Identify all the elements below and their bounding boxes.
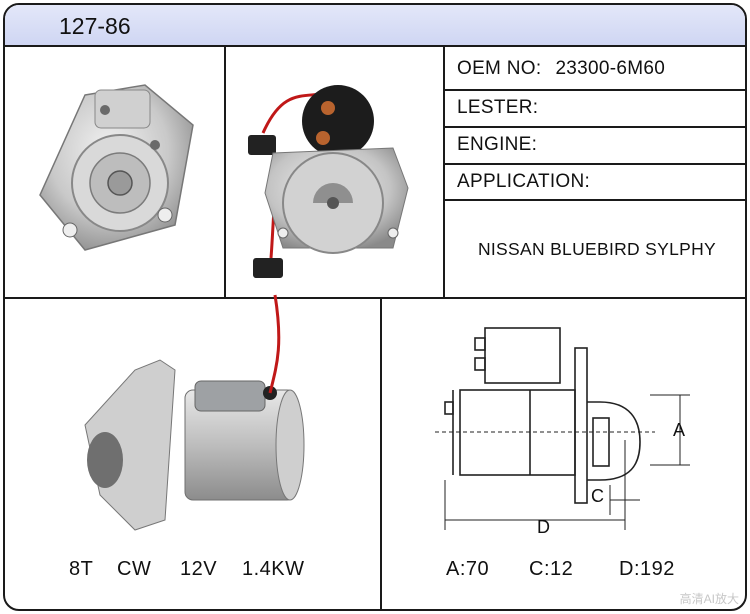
dimension-d-label: D: [537, 517, 550, 537]
spec-divider-1: [443, 89, 745, 91]
oem-value: 23300-6M60: [555, 58, 666, 79]
power-rating: 1.4KW: [242, 558, 305, 580]
dimension-a-label: A: [673, 420, 685, 440]
spec-divider-2: [443, 126, 745, 128]
dimension-a-value: A:70: [446, 558, 490, 580]
rotation-direction: CW: [117, 558, 152, 580]
dimension-c-value: C:12: [529, 558, 574, 580]
divider-vertical-top-right: [443, 47, 445, 299]
oem-label: OEM NO:: [457, 58, 542, 79]
divider-vertical-bottom: [380, 297, 382, 609]
starter-rear-photo: [39, 84, 194, 251]
header-band: 127-86: [5, 5, 745, 47]
dimension-diagram: A C D: [435, 327, 690, 537]
model-code: 127-86: [59, 13, 131, 39]
engine-label: ENGINE:: [457, 134, 538, 155]
divider-vertical-top-left: [224, 47, 226, 299]
divider-horizontal-middle: [5, 297, 745, 299]
starter-side-photo: [84, 294, 305, 531]
voltage: 12V: [180, 558, 218, 580]
teeth-count: 8T: [69, 558, 94, 580]
application-value: NISSAN BLUEBIRD SYLPHY: [477, 238, 717, 259]
application-row: APPLICATION:: [445, 163, 745, 201]
lester-row: LESTER:: [445, 89, 745, 127]
oem-row: OEM NO: 23300-6M60: [445, 50, 745, 88]
lester-label: LESTER:: [457, 97, 539, 118]
spec-divider-4: [443, 199, 745, 201]
application-label: APPLICATION:: [457, 171, 591, 192]
engine-row: ENGINE:: [445, 126, 745, 164]
dimension-c-label: C: [591, 486, 604, 506]
dimension-d-value: D:192: [619, 558, 675, 580]
starter-front-photo: [248, 85, 409, 278]
watermark: 高清AI放大: [679, 592, 739, 606]
product-card: 127-86 OEM NO: 23300-6M60 LESTER: ENGINE…: [3, 3, 747, 611]
spec-divider-3: [443, 163, 745, 165]
